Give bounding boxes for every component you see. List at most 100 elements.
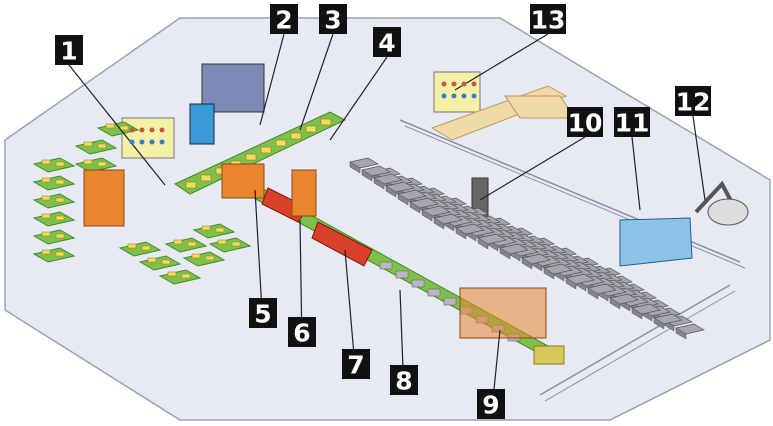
conveyor-block — [320, 118, 332, 126]
unloading-gantry — [459, 287, 565, 365]
rack-block — [41, 177, 51, 183]
rack-block — [201, 225, 211, 231]
callout-box-2 — [270, 4, 298, 34]
curing-pallet-side — [565, 277, 577, 290]
rack-shelf — [32, 247, 76, 263]
mixing-tower — [189, 63, 265, 145]
callout-13: 13 — [530, 4, 566, 35]
callout-box-6 — [288, 317, 316, 347]
rack-block — [167, 271, 177, 277]
conveyor-block — [245, 153, 257, 161]
conveyor-pallet — [427, 288, 441, 297]
rack-shelf — [32, 175, 76, 191]
curing-pallet-side — [373, 177, 385, 190]
curing-racks — [32, 121, 252, 285]
rack-shelf — [32, 211, 76, 227]
conveyor-block — [200, 174, 212, 182]
rack-block — [83, 141, 93, 147]
rack-block — [161, 259, 171, 265]
callout-leader-12 — [692, 115, 706, 201]
panel-knobs — [129, 127, 165, 145]
callout-number: 1 — [60, 37, 77, 66]
rack-block — [205, 255, 215, 261]
rack-block — [55, 197, 65, 203]
callout-number: 4 — [378, 29, 395, 58]
rack-shelf — [182, 251, 226, 267]
curing-pallet-side — [609, 297, 621, 310]
callout-6: 6 — [288, 317, 316, 348]
conveyor-block — [185, 181, 197, 189]
curing-pallet-side — [675, 327, 687, 340]
curing-pallet-side — [385, 185, 397, 198]
callout-box-8 — [390, 365, 418, 395]
callout-box-11 — [614, 107, 650, 137]
callout-1: 1 — [55, 35, 83, 66]
rack-block — [191, 253, 201, 259]
curing-pallet-side — [397, 193, 409, 206]
control-panel-right — [433, 71, 481, 113]
rack-shelf — [32, 229, 76, 245]
callout-12: 12 — [675, 86, 711, 117]
callout-leader-10 — [479, 136, 586, 201]
rack-block — [105, 123, 115, 129]
curing-pallet-side — [349, 161, 361, 174]
conveyor-pallet — [395, 270, 409, 279]
control-panel-left — [121, 117, 175, 159]
rack-shelf — [74, 139, 118, 155]
conveyor-block — [260, 146, 272, 154]
rack-block — [55, 161, 65, 167]
rack-shelf — [32, 193, 76, 209]
orange-gantry — [291, 169, 317, 217]
rack-block — [181, 273, 191, 279]
callout-9: 9 — [477, 389, 505, 420]
curing-pallet-side — [543, 267, 555, 280]
rack-shelf — [164, 237, 208, 253]
callout-number: 11 — [615, 109, 650, 138]
callout-4: 4 — [373, 27, 401, 58]
rack-shelf — [32, 157, 76, 173]
rack-block — [215, 227, 225, 233]
callout-box-1 — [55, 35, 83, 65]
callout-box-4 — [373, 27, 401, 57]
rack-shelf — [138, 255, 182, 271]
rack-block — [83, 159, 93, 165]
callout-leader-2 — [259, 33, 285, 126]
curing-pallet-side — [361, 169, 373, 182]
callout-leader-3 — [299, 33, 334, 131]
curing-pallet-side — [631, 307, 643, 320]
rack-block — [217, 239, 227, 245]
callout-leader-13 — [454, 33, 549, 91]
callout-box-7 — [342, 349, 370, 379]
curing-pallet-side — [455, 227, 467, 240]
callout-8: 8 — [390, 365, 418, 396]
rack-block — [173, 239, 183, 245]
conveyor-pallet — [379, 261, 393, 270]
curing-pallet-field — [349, 157, 705, 340]
rack-block — [231, 241, 241, 247]
callout-box-10 — [567, 107, 603, 137]
rack-shelf — [118, 241, 162, 257]
callout-box-5 — [249, 298, 277, 328]
conveyor-block — [290, 132, 302, 140]
rack-block — [41, 249, 51, 255]
callout-leader-4 — [329, 56, 388, 141]
callout-box-13 — [530, 4, 566, 34]
curing-pallet-side — [421, 209, 433, 222]
rack-block — [55, 215, 65, 221]
curing-pallet-side — [433, 217, 445, 230]
callout-number: 12 — [676, 88, 711, 117]
callout-10: 10 — [567, 107, 603, 138]
callout-3: 3 — [319, 4, 347, 35]
curing-pallet-side — [499, 247, 511, 260]
rack-block — [187, 241, 197, 247]
transfer-station — [619, 217, 693, 267]
callout-7: 7 — [342, 349, 370, 380]
callout-number: 3 — [324, 6, 341, 35]
conveyor-pallet — [411, 279, 425, 288]
callout-box-12 — [675, 86, 711, 116]
curing-pallet-side — [409, 201, 421, 214]
rack-block — [41, 213, 51, 219]
rack-block — [127, 243, 137, 249]
